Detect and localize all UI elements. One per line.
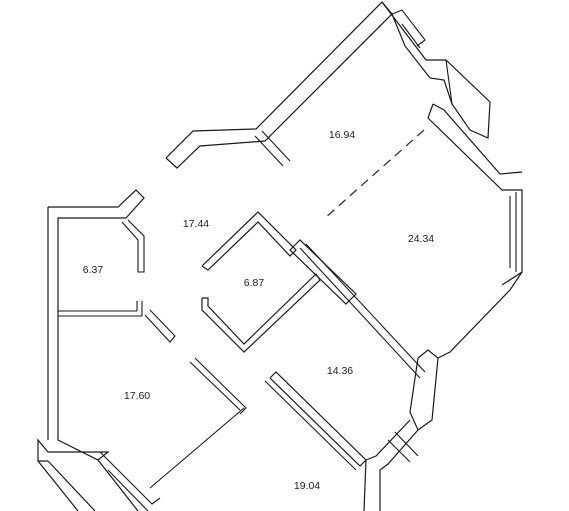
wall-bottom-left <box>37 451 161 511</box>
wall-top-left <box>165 1 393 169</box>
wall-inner-small-room <box>121 219 176 343</box>
room-area-label: 24.34 <box>408 233 434 245</box>
dashed-partition <box>324 129 425 219</box>
wall-lower <box>149 357 367 489</box>
wall-central-closet <box>201 211 426 379</box>
room-area-label: 6.37 <box>83 264 104 276</box>
wall-upper-right <box>381 1 523 359</box>
room-area-label: 17.60 <box>124 390 150 402</box>
room-area-label: 19.04 <box>294 480 320 492</box>
room-area-label: 14.36 <box>327 365 353 377</box>
room-area-label: 6.87 <box>244 277 265 289</box>
room-area-label: 17.44 <box>183 218 209 230</box>
room-area-label: 16.94 <box>329 129 355 141</box>
wall-left <box>37 189 145 462</box>
wall-bottom-right <box>363 349 439 511</box>
